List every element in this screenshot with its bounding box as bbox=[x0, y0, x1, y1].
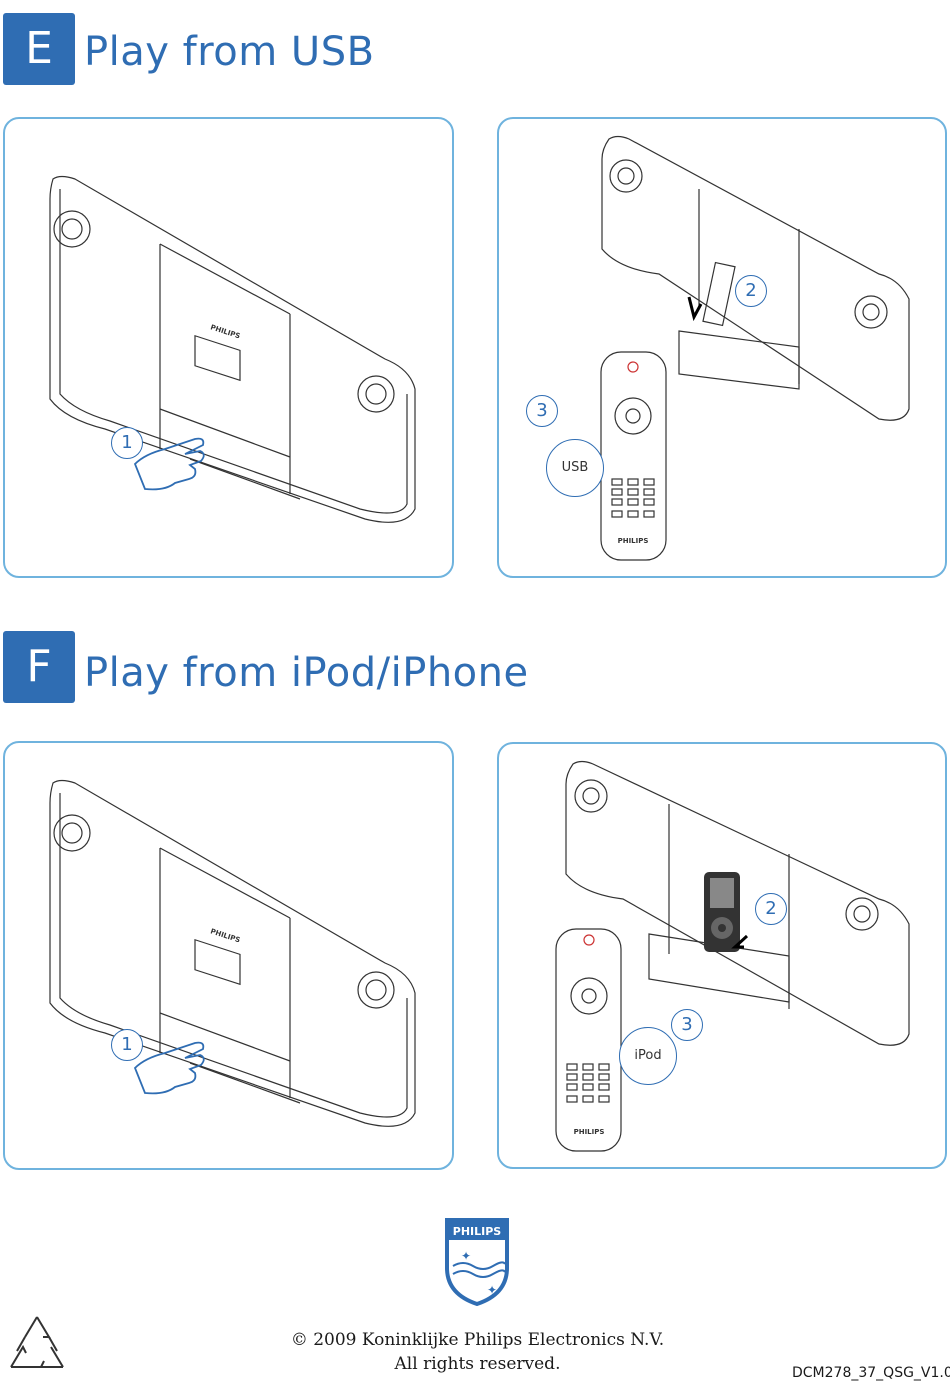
panel-e-step1: PHILIPS 1 bbox=[3, 117, 454, 578]
hand-press-icon bbox=[133, 1041, 205, 1095]
step-2-marker: 2 bbox=[755, 893, 787, 925]
section-e-letter: E bbox=[3, 13, 75, 85]
remote-control bbox=[555, 928, 622, 1152]
device-brand-label: PHILIPS bbox=[209, 927, 241, 944]
device-usb-illustration: PHILIPS bbox=[600, 135, 910, 561]
recycle-icon bbox=[10, 1316, 64, 1368]
panel-f-step1: PHILIPS 1 bbox=[3, 741, 454, 1170]
remote-control bbox=[600, 351, 667, 561]
step-3-marker: 3 bbox=[671, 1009, 703, 1041]
device-illustration: PHILIPS bbox=[49, 779, 416, 1127]
step-1-marker: 1 bbox=[111, 427, 143, 459]
philips-shield-logo: PHILIPS ✦ ✦ bbox=[445, 1218, 509, 1306]
step-2-marker: 2 bbox=[735, 275, 767, 307]
rights-text: All rights reserved. bbox=[394, 1354, 561, 1374]
logo-text: PHILIPS bbox=[453, 1225, 502, 1238]
panel-f-step2-3: PHILIPS 2 3 iPod bbox=[497, 742, 947, 1169]
svg-text:✦: ✦ bbox=[487, 1283, 497, 1297]
copyright-text: © 2009 Koninklijke Philips Electronics N… bbox=[290, 1330, 665, 1350]
step-1-marker: 1 bbox=[111, 1029, 143, 1061]
document-id: DCM278_37_QSG_V1.0 bbox=[792, 1365, 950, 1381]
remote-brand-label: PHILIPS bbox=[618, 537, 649, 545]
panel-e-step2-3: PHILIPS 2 3 USB bbox=[497, 117, 947, 578]
arrow-down-icon bbox=[687, 296, 703, 322]
device-illustration: PHILIPS bbox=[49, 175, 416, 523]
section-f-title: Play from iPod/iPhone bbox=[84, 650, 529, 696]
device-brand-label: PHILIPS bbox=[209, 323, 241, 340]
hand-press-icon bbox=[133, 437, 205, 491]
remote-brand-label: PHILIPS bbox=[574, 1128, 605, 1136]
ipod-callout: iPod bbox=[619, 1027, 677, 1085]
device-ipod-illustration: PHILIPS bbox=[555, 760, 910, 1152]
ipod-device bbox=[704, 872, 740, 952]
svg-text:✦: ✦ bbox=[461, 1249, 471, 1263]
usb-callout: USB bbox=[546, 439, 604, 497]
section-e-title: Play from USB bbox=[84, 29, 375, 75]
arrow-down-icon bbox=[731, 934, 749, 949]
step-3-marker: 3 bbox=[526, 395, 558, 427]
section-f-letter: F bbox=[3, 631, 75, 703]
